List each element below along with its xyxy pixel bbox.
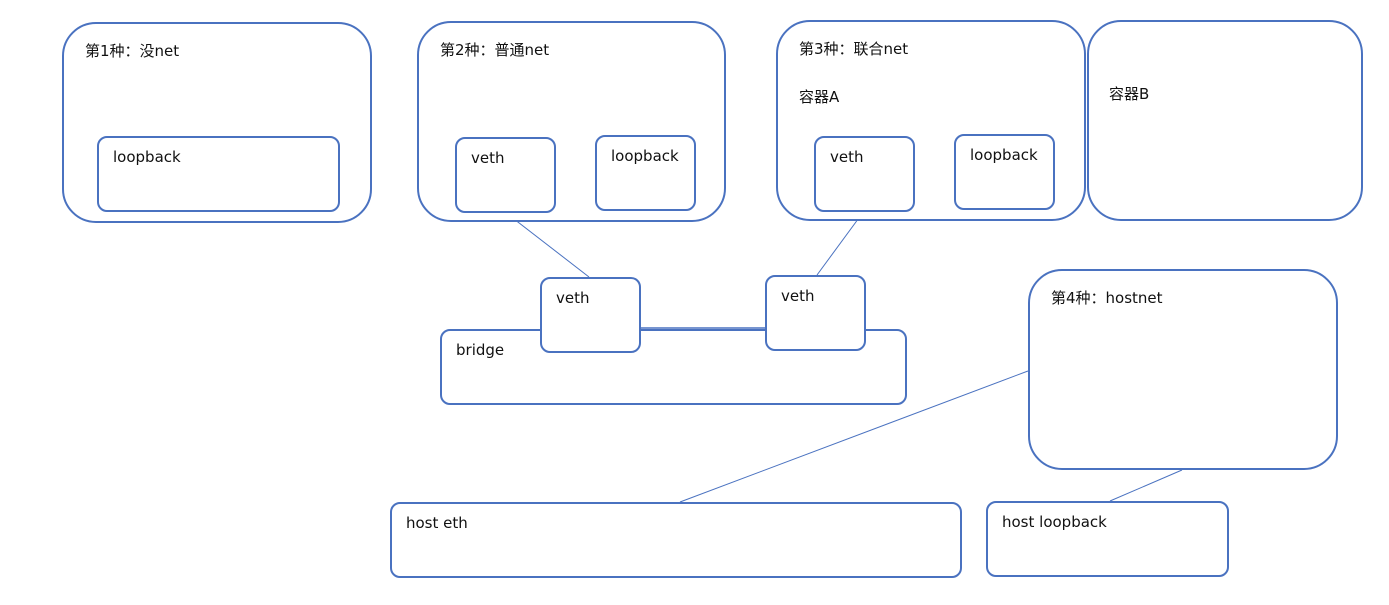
mode2-title: 第2种：普通net bbox=[440, 41, 550, 59]
mode3-veth-label: veth bbox=[830, 148, 864, 166]
host-eth-box bbox=[390, 502, 962, 578]
mode4-namespace bbox=[1028, 269, 1338, 470]
mode3-loopback-box bbox=[954, 134, 1055, 210]
host-eth-label: host eth bbox=[406, 514, 468, 532]
mode3-container-b-label: 容器B bbox=[1109, 85, 1150, 103]
mode2-veth-label: veth bbox=[471, 149, 505, 167]
mode2-veth-box bbox=[455, 137, 556, 213]
link-mode3-veth-to-bridge-veth bbox=[816, 210, 865, 276]
mode3-container-a-label: 容器A bbox=[799, 88, 840, 106]
mode1-loopback-label: loopback bbox=[113, 148, 181, 166]
mode3-title: 第3种：联合net bbox=[799, 40, 909, 58]
link-hostnet-to-host-eth bbox=[679, 370, 1029, 503]
mode3-loopback-label: loopback bbox=[970, 146, 1038, 164]
bridge-veth-right-box bbox=[765, 275, 866, 351]
mode4-title: 第4种：hostnet bbox=[1051, 289, 1163, 307]
link-hostnet-to-host-loopback bbox=[1109, 469, 1183, 502]
mode2-loopback-box bbox=[595, 135, 696, 211]
mode3-veth-box bbox=[814, 136, 915, 212]
host-loopback-label: host loopback bbox=[1002, 513, 1107, 531]
mode1-loopback-box bbox=[97, 136, 340, 212]
bridge-label: bridge bbox=[456, 341, 505, 359]
bridge-veth-right-label: veth bbox=[781, 287, 815, 305]
bridge-veth-left-label: veth bbox=[556, 289, 590, 307]
mode2-loopback-label: loopback bbox=[611, 147, 679, 165]
host-loopback-box bbox=[986, 501, 1229, 577]
bridge-veth-left-box bbox=[540, 277, 641, 353]
mode1-title: 第1种：没net bbox=[85, 42, 180, 60]
link-mode2-veth-to-bridge-veth bbox=[504, 211, 590, 278]
mode3-container-b bbox=[1087, 20, 1363, 221]
